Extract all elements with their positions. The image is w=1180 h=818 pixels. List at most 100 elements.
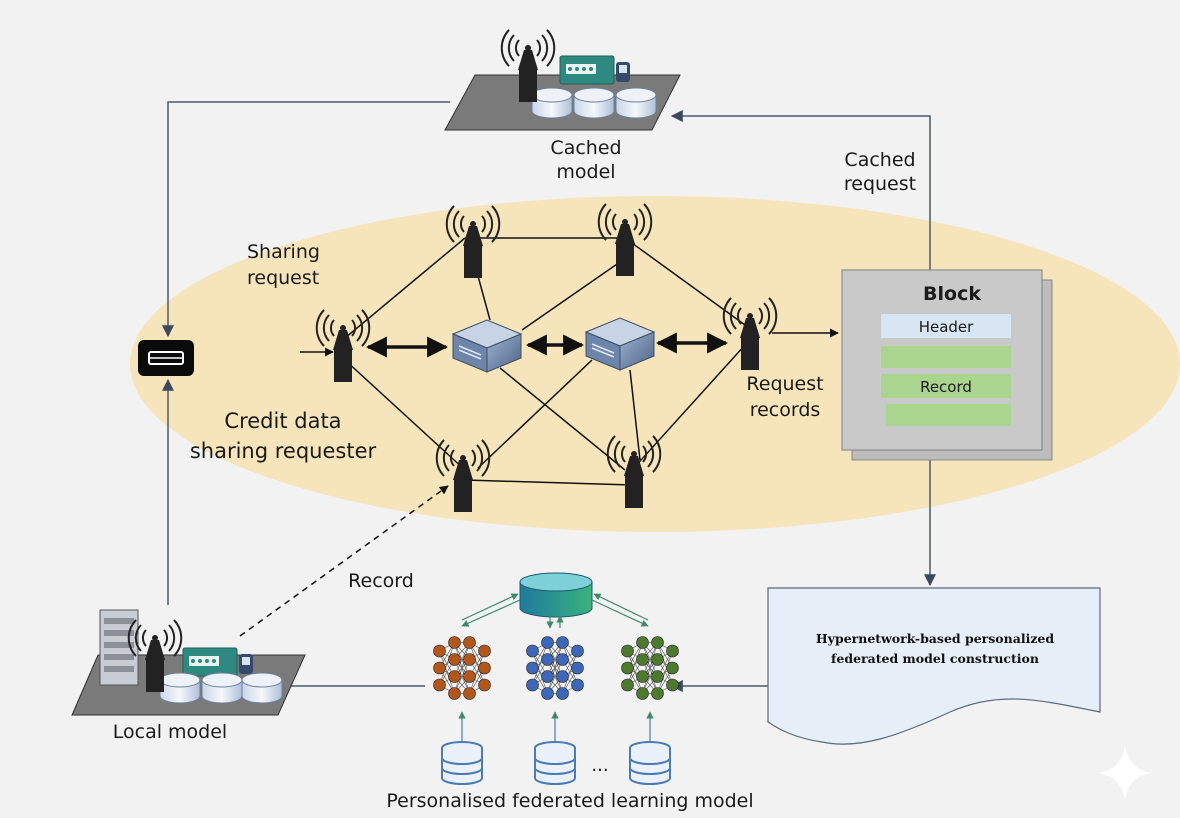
nn-edge	[642, 642, 658, 694]
nn-node	[526, 661, 539, 675]
neural-network-icon	[621, 636, 679, 700]
nn-node	[526, 644, 539, 658]
record-dashed-connector	[239, 485, 449, 637]
nn-edge	[454, 642, 470, 694]
block-header-row	[881, 314, 1011, 338]
nn-node	[541, 653, 554, 666]
double-arrows	[365, 332, 729, 358]
block-row	[886, 404, 1011, 426]
nn-node	[636, 636, 649, 649]
nn-node	[651, 687, 664, 700]
nn-node	[433, 661, 446, 675]
sharing-request-label-2: request	[247, 267, 319, 289]
storage-icon	[531, 87, 573, 119]
cached-model-platform	[444, 29, 681, 131]
sharing-request-label-1: Sharing	[247, 241, 320, 263]
storage-icon	[573, 87, 615, 119]
nn-node	[463, 636, 476, 649]
nn-node	[463, 653, 476, 666]
nn-node	[571, 678, 584, 692]
nn-edge	[439, 642, 455, 686]
nn-node	[666, 661, 679, 675]
device-icon	[182, 647, 254, 677]
requester-label-2: sharing requester	[190, 439, 377, 463]
nn-node	[448, 670, 461, 683]
nn-edge	[562, 650, 578, 694]
nn-node	[541, 687, 554, 700]
nn-node	[556, 636, 569, 649]
block-record-label: Record	[920, 378, 972, 396]
network-edges	[344, 237, 746, 486]
nn-node	[666, 678, 679, 692]
nn-node	[448, 687, 461, 700]
sparkle-icon	[1098, 745, 1152, 800]
cached-request-connector	[670, 110, 931, 278]
sharing-request-connector	[162, 101, 450, 338]
ellipsis-label: ...	[591, 755, 608, 776]
block-header-label: Header	[919, 318, 974, 336]
nn-node	[621, 644, 634, 658]
block-row	[881, 374, 1011, 398]
cached-model-label-2: model	[556, 161, 615, 183]
nn-node	[651, 670, 664, 683]
storage-icon	[159, 672, 201, 704]
requester-device-icon	[138, 340, 194, 376]
neural-network-icon	[526, 636, 584, 700]
nn-node	[651, 636, 664, 649]
record-label: Record	[348, 570, 414, 592]
database-stack-icon	[534, 741, 576, 785]
nn-node	[666, 644, 679, 658]
storage-icon	[241, 672, 283, 704]
local-model-label: Local model	[113, 721, 227, 743]
storage-icon	[615, 87, 657, 119]
nn-node	[526, 678, 539, 692]
device-icon	[559, 55, 631, 85]
nn-node	[541, 636, 554, 649]
database-stack-icon	[441, 741, 483, 785]
cached-model-label-1: Cached	[550, 137, 621, 159]
nn-node	[556, 653, 569, 666]
nn-node	[478, 661, 491, 675]
nn-edge	[657, 650, 673, 694]
block-row	[881, 346, 1011, 368]
requester-label-1: Credit data	[224, 409, 341, 433]
nn-node	[463, 687, 476, 700]
nn-node	[463, 670, 476, 683]
nn-edge	[532, 642, 548, 686]
database-stack-icon	[629, 741, 671, 785]
cached-request-label-2: request	[844, 173, 916, 195]
nn-node	[636, 653, 649, 666]
nn-node	[478, 678, 491, 692]
nn-edge	[627, 642, 643, 686]
nn-node	[621, 678, 634, 692]
request-records-label-1: Request	[746, 373, 823, 395]
nn-edge	[469, 650, 485, 694]
pfl-model-label: Personalised federated learning model	[386, 790, 753, 812]
nn-node	[556, 670, 569, 683]
nn-node	[651, 653, 664, 666]
block-title: Block	[923, 283, 981, 305]
rack-server-icon	[99, 609, 139, 686]
nn-node	[541, 670, 554, 683]
nn-node	[636, 687, 649, 700]
hypernetwork-document: Hypernetwork-based personalized federate…	[767, 587, 1101, 745]
nn-node	[433, 678, 446, 692]
nn-node	[433, 644, 446, 658]
nn-edge	[547, 642, 563, 694]
block: Block Header Record	[841, 269, 1053, 461]
nn-node	[448, 653, 461, 666]
storage-icon	[201, 672, 243, 704]
doc-line-1: Hypernetwork-based personalized	[816, 631, 1055, 646]
nn-node	[571, 661, 584, 675]
nn-node	[448, 636, 461, 649]
nn-node	[571, 644, 584, 658]
nn-node	[556, 687, 569, 700]
database-icon	[519, 572, 593, 618]
request-records-label-2: records	[750, 399, 821, 421]
nn-node	[636, 670, 649, 683]
pfl-model-cluster	[433, 572, 679, 785]
local-model-platform	[71, 609, 306, 716]
doc-line-2: federated model construction	[831, 651, 1039, 666]
